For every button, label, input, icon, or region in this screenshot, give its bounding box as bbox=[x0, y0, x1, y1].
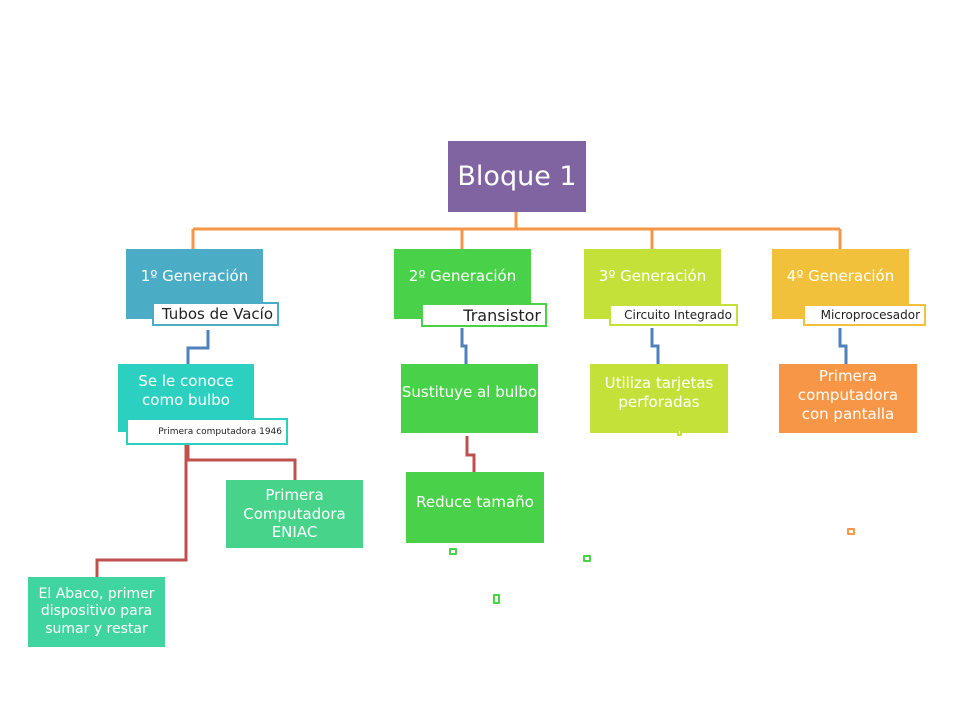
handle-marker bbox=[847, 528, 855, 535]
gen3-tarjetas-node: Utiliza tarjetas perforadas bbox=[590, 364, 728, 433]
gen1-bulbo-label: Se le conoce como bulbo bbox=[138, 372, 234, 409]
gen-connectors bbox=[186, 328, 848, 364]
generation-3-label: 3º Generación bbox=[598, 267, 707, 285]
gen2-sustituye-label: Sustituye al bulbo bbox=[401, 383, 538, 402]
root-label: Bloque 1 bbox=[457, 160, 577, 192]
generation-2-label: 2º Generación bbox=[408, 267, 517, 285]
generation-3-tag-label: Circuito Integrado bbox=[624, 308, 732, 322]
gen1-bulbo-tag-label: Primera computadora 1946 bbox=[158, 426, 282, 437]
gen1-eniac-node: Primera Computadora ENIAC bbox=[226, 480, 363, 548]
gen1-abaco-node: El Abaco, primer dispositivo para sumar … bbox=[28, 577, 165, 647]
handle-marker bbox=[493, 594, 500, 604]
gen1-eniac-label: Primera Computadora ENIAC bbox=[243, 485, 346, 542]
gen1-bulbo-tag: Primera computadora 1946 bbox=[126, 418, 288, 445]
gen3-tarjetas-label: Utiliza tarjetas perforadas bbox=[604, 373, 714, 411]
handle-marker bbox=[677, 429, 682, 436]
gen2-reduce-node: Reduce tamaño bbox=[406, 472, 544, 543]
gen4-pantalla-label: Primera computadora con pantalla bbox=[797, 367, 899, 423]
generation-1-tag-label: Tubos de Vacío bbox=[161, 305, 273, 323]
handle-marker bbox=[449, 548, 457, 555]
gen1-abaco-label: El Abaco, primer dispositivo para sumar … bbox=[38, 585, 155, 637]
gen4-pantalla-node: Primera computadora con pantalla bbox=[779, 364, 917, 433]
gen2-reduce-label: Reduce tamaño bbox=[416, 493, 534, 512]
generation-2-tag: Transistor bbox=[421, 303, 547, 327]
generation-1-tag: Tubos de Vacío bbox=[152, 302, 279, 326]
gen2-sustituye-node: Sustituye al bulbo bbox=[401, 364, 538, 433]
generation-4-tag-label: Microprocesador bbox=[820, 308, 920, 322]
generation-1-label: 1º Generación bbox=[140, 267, 249, 285]
generation-3-tag: Circuito Integrado bbox=[609, 304, 738, 326]
child-connectors bbox=[95, 436, 476, 577]
generation-2-tag-label: Transistor bbox=[463, 305, 541, 325]
root-node: Bloque 1 bbox=[448, 141, 586, 212]
root-connectors bbox=[191, 212, 842, 249]
generation-4-label: 4º Generación bbox=[786, 267, 895, 285]
handle-marker bbox=[583, 555, 591, 562]
generation-4-tag: Microprocesador bbox=[803, 304, 926, 326]
